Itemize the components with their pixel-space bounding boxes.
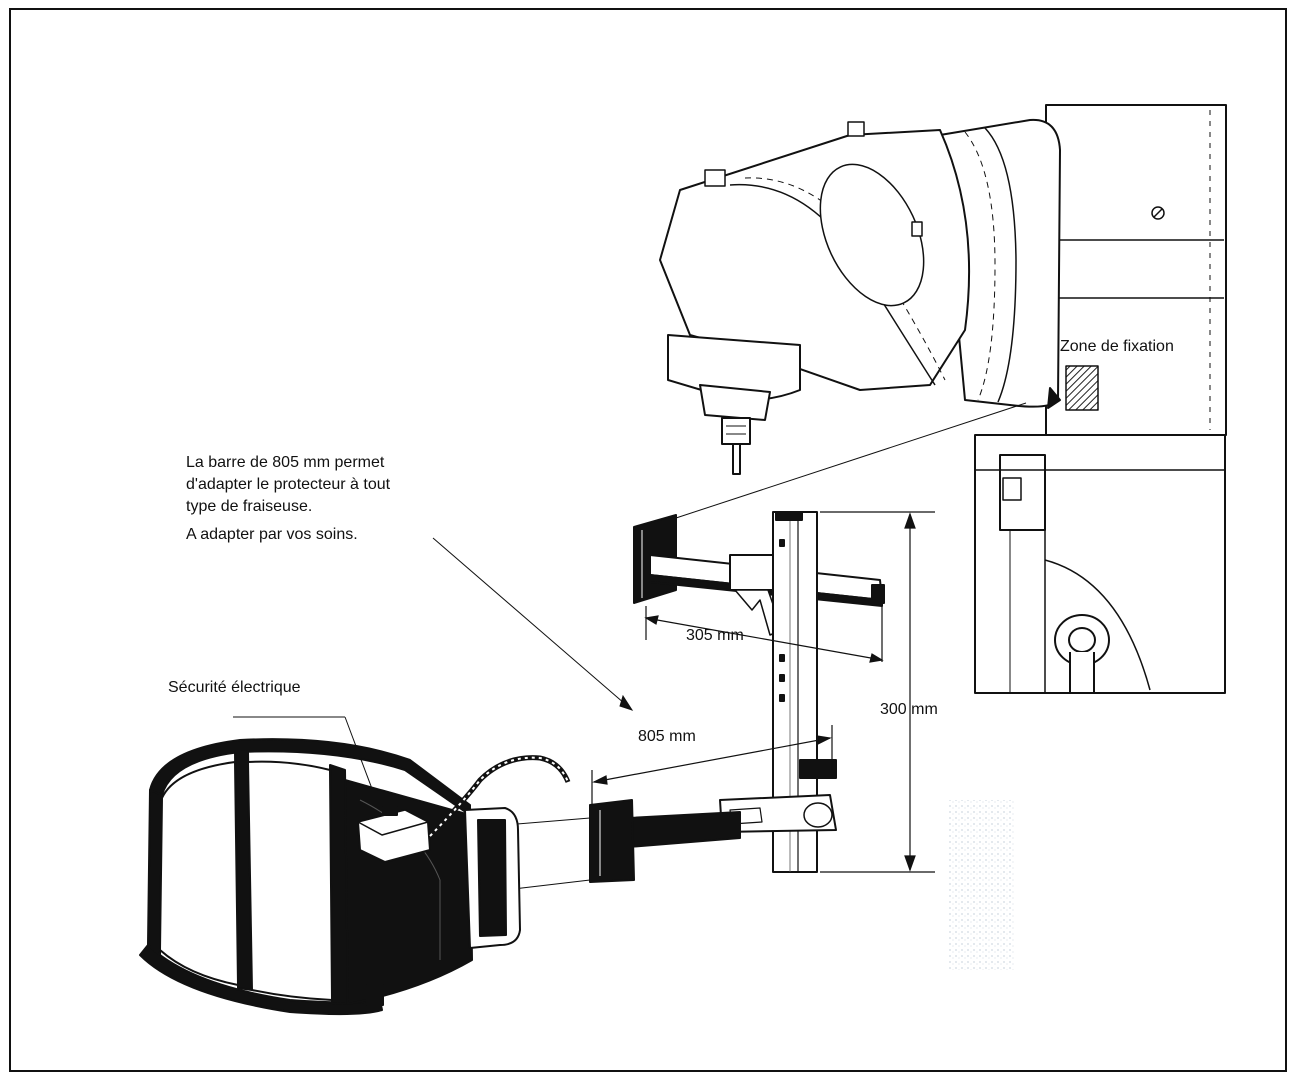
zone-fixation-label: Zone de fixation — [1060, 338, 1174, 355]
note-line-3: type de fraiseuse. — [186, 498, 313, 515]
note-line-1: La barre de 805 mm permet — [186, 454, 385, 471]
bracket-assembly — [589, 511, 885, 883]
note-line-2: d'adapter le protecteur à tout — [186, 476, 391, 493]
guard-top-rim — [149, 738, 471, 816]
knob — [1151, 206, 1165, 220]
dimension-805-label: 805 mm — [638, 728, 696, 745]
note-line-4: A adapter par vos soins. — [186, 526, 358, 543]
dimension-305-label: 305 mm — [686, 627, 744, 644]
safety-guard — [139, 738, 571, 1016]
securite-electrique-label: Sécurité électrique — [168, 679, 301, 696]
guard-bottom-rim — [139, 944, 383, 1016]
dim-305-line — [645, 617, 883, 661]
lower-mount-plate — [589, 799, 635, 883]
scan-speckle — [948, 800, 1014, 970]
dimension-lines — [504, 511, 935, 891]
milling-machine — [659, 104, 1227, 694]
chuck — [721, 417, 751, 445]
bar-leader — [432, 537, 633, 711]
leader-lines — [233, 402, 1027, 828]
adaptation-note: La barre de 805 mm permet d'adapter le p… — [186, 452, 390, 546]
tool-bit — [732, 443, 741, 475]
dimension-300-label: 300 mm — [880, 701, 938, 718]
dim-805-line — [593, 737, 831, 783]
figure-frame — [9, 8, 1287, 1072]
fixation-zone — [1065, 365, 1099, 411]
fixation-leader — [675, 402, 1027, 519]
